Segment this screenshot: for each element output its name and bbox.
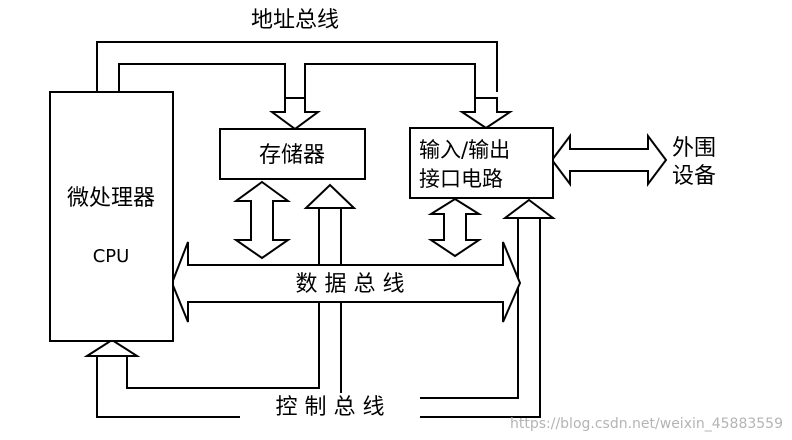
memory-label: 存储器 <box>259 143 325 168</box>
address-bus-to-io-line <box>304 63 476 98</box>
address-bus-to-memory-line <box>118 63 286 98</box>
address-bus-label: 地址总线 <box>251 8 339 33</box>
cpu-label-en: CPU <box>93 246 130 267</box>
io-peripheral-arrow <box>550 133 668 187</box>
control-bus: 控 制 总 线 <box>83 183 556 420</box>
cpu-node: 微处理器 CPU <box>49 91 174 342</box>
peripheral-node: 外围 设备 <box>672 136 716 189</box>
address-bus-memory-arrow <box>268 97 322 131</box>
data-bus: 数 据 总 线 <box>170 241 522 323</box>
io-interface-node: 输入/输出 接口电路 <box>409 127 554 199</box>
control-bus-label: 控 制 总 线 <box>276 395 385 420</box>
peripheral-label-line2: 设备 <box>672 164 716 189</box>
data-bus-double-arrow <box>170 241 522 323</box>
control-bus-memory-arrow <box>303 183 357 209</box>
address-bus-outer-line <box>96 41 498 92</box>
memory-box <box>219 128 366 180</box>
watermark-text: https://blog.csdn.net/weixin_45883559 <box>510 416 783 432</box>
io-interface-label-line1: 输入/输出 <box>419 138 510 162</box>
io-interface-label-line2: 接口电路 <box>419 167 503 191</box>
control-bus-label-bg <box>240 393 420 419</box>
address-bus: 地址总线 <box>96 8 514 131</box>
cpu-label-cn: 微处理器 <box>67 186 155 211</box>
control-bus-cpu-arrow <box>83 338 141 357</box>
control-bus-io-arrow <box>502 198 556 219</box>
cpu-box <box>49 91 174 342</box>
peripheral-label-line1: 外围 <box>672 136 716 161</box>
io-interface-box <box>409 127 554 199</box>
memory-data-bus-arrow <box>232 180 292 260</box>
data-bus-label: 数 据 总 线 <box>296 272 405 297</box>
memory-node: 存储器 <box>219 128 366 180</box>
address-bus-io-arrow <box>458 97 514 130</box>
io-data-bus-arrow <box>427 197 483 258</box>
